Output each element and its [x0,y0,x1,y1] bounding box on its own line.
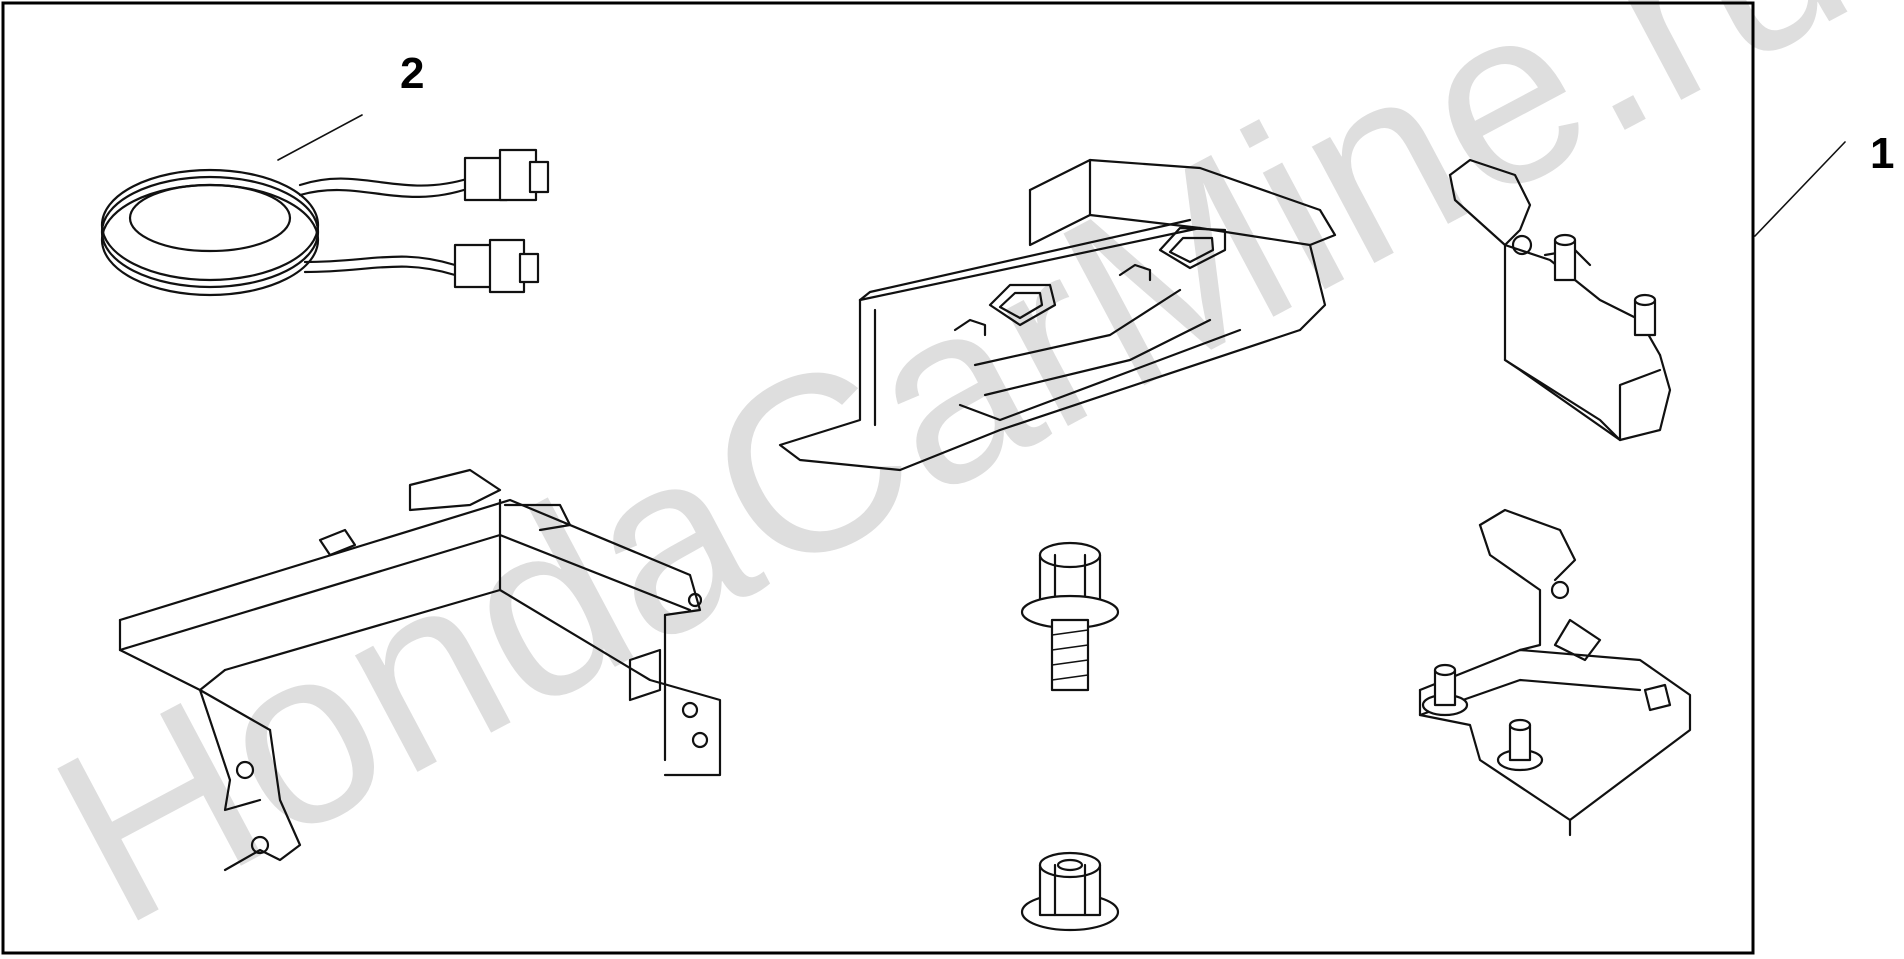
nut-part [1020,851,1120,932]
mounting-bracket-part [118,468,722,872]
wire-harness-part [100,148,550,297]
callout-label-2: 2 [400,49,424,98]
leader-line-2 [277,114,363,161]
bolt-part [1020,541,1120,692]
callout-label-1: 1 [1870,129,1894,178]
lower-hinge-bracket-part [1418,508,1692,837]
watermark-text: HondaCarMine.ru [14,0,1887,959]
pocket-tray-part [778,158,1337,472]
leader-line-1 [1754,141,1846,237]
diagram-frame [1,1,1755,955]
upper-hinge-bracket-part [1448,158,1672,442]
